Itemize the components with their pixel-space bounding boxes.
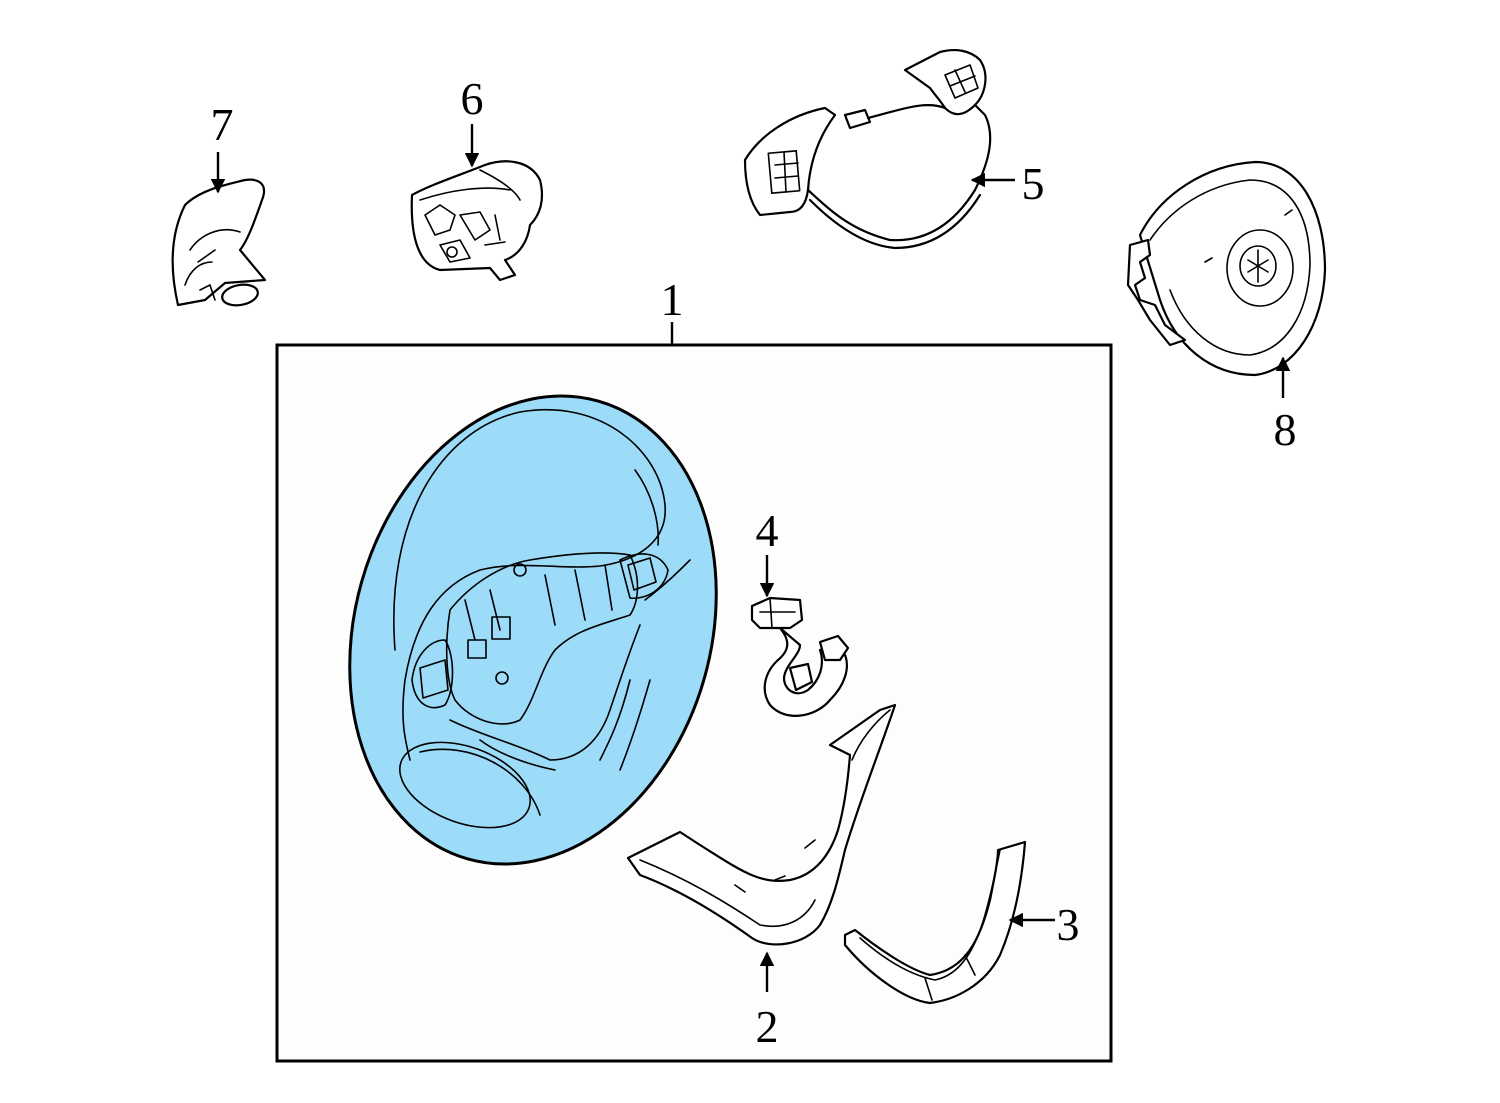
rim-grip — [398, 741, 532, 829]
steering-wheel-part[interactable] — [296, 352, 769, 908]
callout-7: 7 — [211, 99, 234, 150]
side-trim-cover-part[interactable] — [843, 840, 1027, 1005]
callout-4: 4 — [756, 505, 779, 556]
wire-harness-part[interactable] — [750, 596, 850, 717]
rim-inner-contour — [393, 408, 666, 761]
wheel-switch-buttons-part[interactable] — [743, 49, 992, 250]
callout-1: 1 — [661, 274, 684, 325]
wheel-hub — [445, 552, 639, 725]
steering-wheel-rim — [348, 394, 718, 866]
callout-8: 8 — [1274, 404, 1297, 455]
lower-trim-cover-part[interactable] — [626, 703, 897, 946]
callout-3: 3 — [1057, 899, 1080, 950]
callout-6: 6 — [461, 73, 484, 124]
callout-2: 2 — [756, 1001, 779, 1052]
callout-5: 5 — [1022, 158, 1045, 209]
switch-assembly-part[interactable] — [410, 160, 544, 282]
airbag-module-part[interactable] — [1126, 160, 1327, 377]
left-switch-trim-part[interactable] — [171, 178, 267, 308]
